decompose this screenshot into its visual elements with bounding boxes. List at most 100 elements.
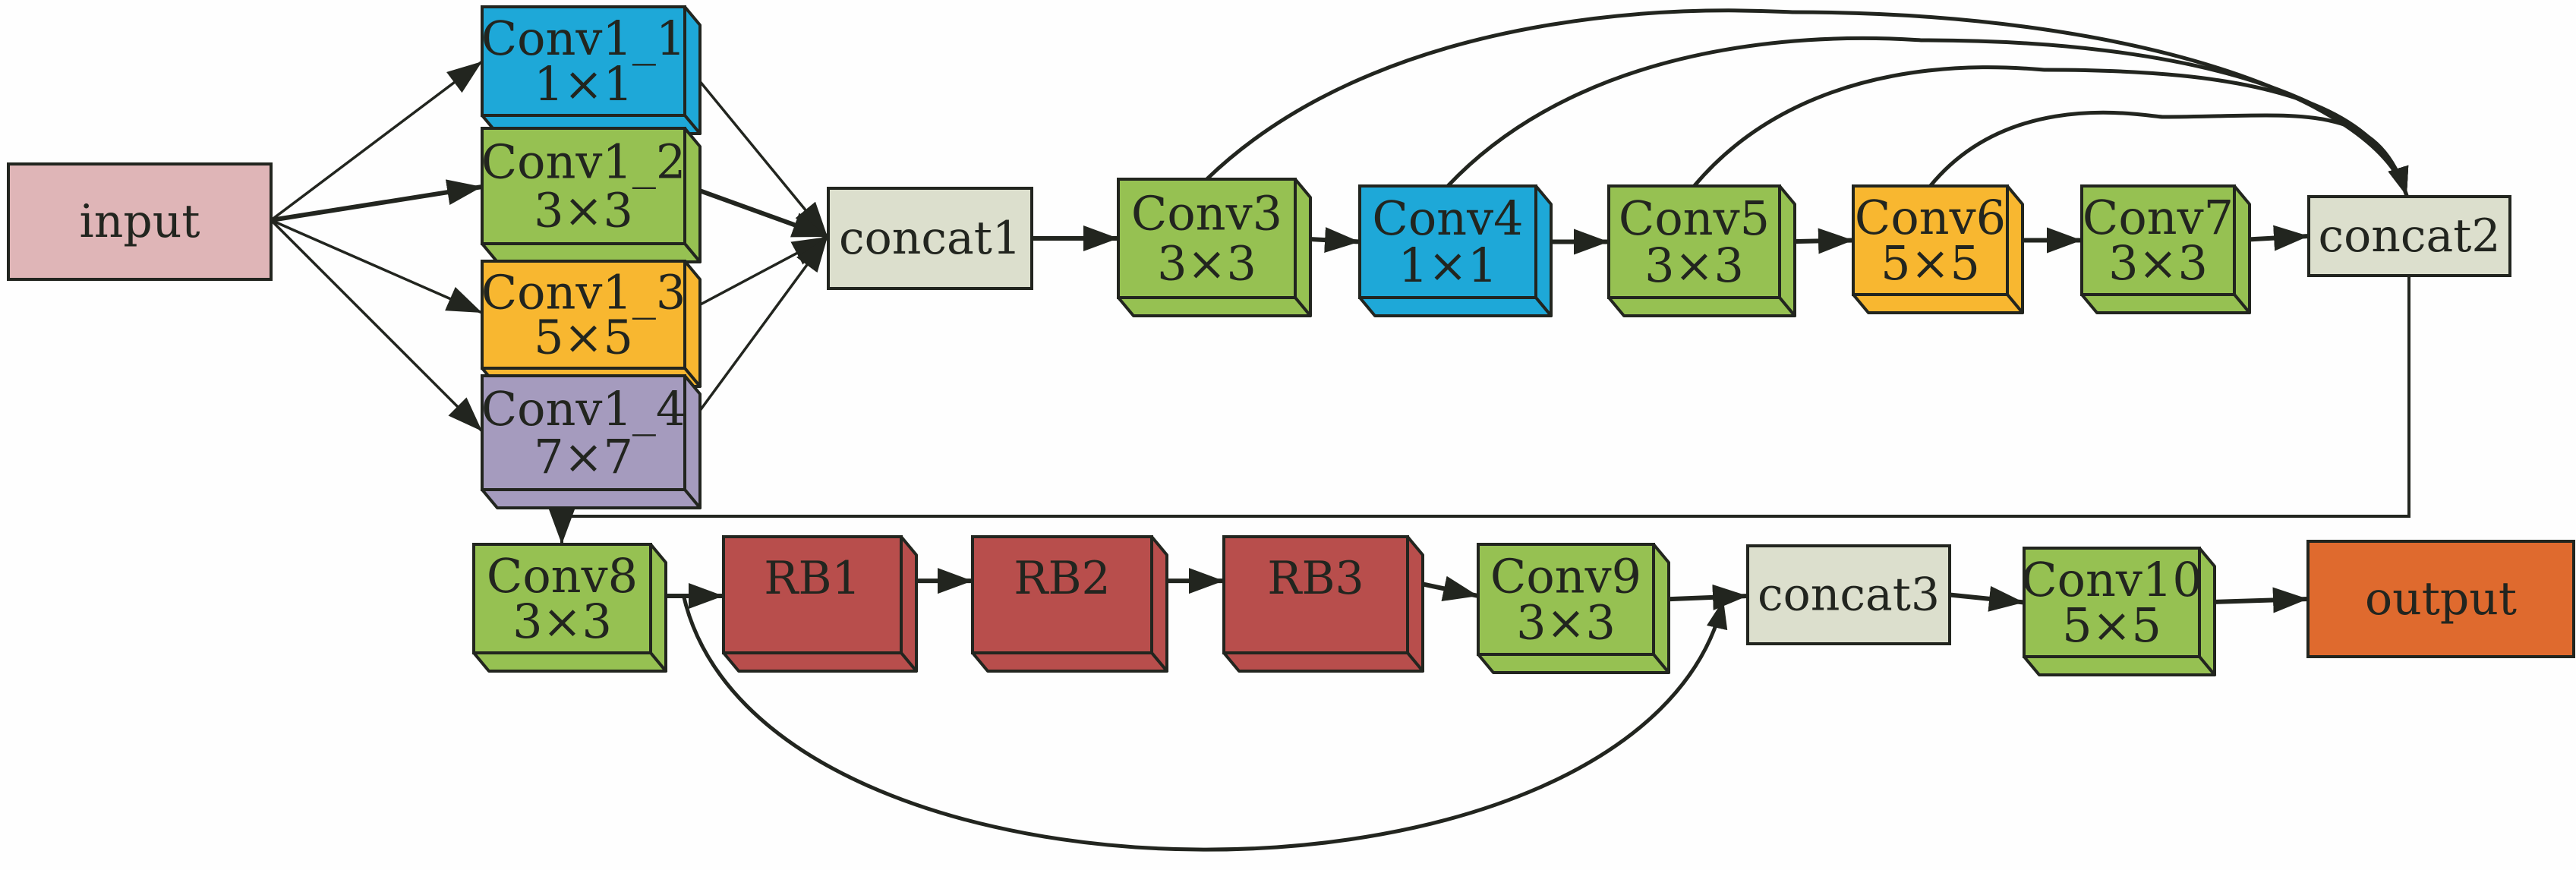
node-label: RB3 [1267, 552, 1364, 605]
node-box [1852, 184, 2009, 296]
block-side-face [683, 260, 702, 388]
edge-conv1_2-to-concat1 [683, 183, 829, 239]
kernel-size-label: 1×1 [534, 56, 633, 112]
kernel-size-label: 3×3 [534, 182, 633, 238]
node-label: Conv3 [1131, 186, 1282, 241]
node-box [722, 535, 903, 654]
node-label: RB1 [764, 552, 860, 605]
block-side-face [1778, 184, 1796, 317]
node-label: output [2365, 572, 2517, 626]
block-bottom-face [481, 488, 702, 509]
block-side-face [1406, 535, 1424, 673]
block-side-face [2233, 184, 2251, 314]
node-label: Conv5 [1619, 191, 1770, 246]
edge-conv1_3-to-concat1 [684, 235, 828, 314]
edge-input-to-conv1_1 [270, 60, 484, 222]
block-side-face [900, 535, 918, 673]
node-box [2023, 547, 2201, 658]
node-box [481, 374, 686, 491]
node-concat3: concat3 [1746, 544, 1951, 645]
node-box [1477, 543, 1655, 656]
node-box [7, 162, 273, 281]
node-box [2306, 540, 2575, 658]
block-bottom-face [481, 242, 702, 263]
node-label: Conv1_1 [481, 11, 686, 66]
block-side-face [649, 543, 667, 673]
block-bottom-face [722, 651, 918, 673]
edge-concat3-to-conv10 [1949, 585, 2025, 612]
node-box [481, 5, 686, 117]
block-bottom-face [1222, 651, 1424, 673]
kernel-size-label: 1×1 [1398, 238, 1498, 293]
node-box [827, 187, 1033, 290]
block-side-face [1652, 543, 1670, 674]
node-output: output [2306, 540, 2575, 658]
node-conv1_2: Conv1_23×3 [481, 127, 702, 263]
node-rb2: RB2 [971, 535, 1168, 673]
kernel-size-label: 3×3 [512, 594, 612, 649]
node-box [1607, 184, 1781, 299]
node-conv1_1: Conv1_11×1 [481, 5, 702, 135]
node-box [2080, 184, 2236, 296]
kernel-size-label: 5×5 [2062, 597, 2161, 653]
block-side-face [1294, 178, 1312, 317]
node-label: Conv10 [2021, 552, 2202, 607]
block-bottom-face [971, 651, 1168, 673]
block-side-face [2006, 184, 2024, 314]
edge-conv1_4-to-concat1 [683, 235, 829, 433]
node-label: Conv6 [1855, 190, 2006, 245]
node-concat1: concat1 [827, 187, 1033, 290]
node-conv1_3: Conv1_35×5 [481, 260, 702, 388]
node-label: Conv9 [1490, 549, 1641, 604]
node-label: input [80, 195, 200, 248]
edge-conv1_1-to-concat1 [683, 61, 829, 238]
kernel-size-label: 5×5 [1881, 235, 1980, 291]
edge-input-to-conv1_4 [270, 219, 484, 433]
kernel-size-label: 3×3 [2108, 235, 2208, 291]
node-box [481, 127, 686, 245]
block-bottom-face [1607, 296, 1796, 317]
kernel-size-label: 3×3 [1516, 594, 1616, 650]
block-bottom-face [2023, 655, 2216, 676]
node-label: concat3 [1758, 569, 1940, 622]
node-conv1_4: Conv1_47×7 [481, 374, 702, 509]
nodes-layer: inputConv1_11×1Conv1_23×3Conv1_35×5Conv1… [7, 5, 2575, 676]
block-side-face [683, 374, 702, 509]
block-bottom-face [1477, 653, 1670, 674]
node-label: Conv1_4 [481, 381, 686, 437]
edge-conv8-to-concat3 [681, 594, 1728, 852]
block-bottom-face [2080, 293, 2251, 314]
block-side-face [1534, 184, 1553, 317]
node-input: input [7, 162, 273, 281]
block-bottom-face [1852, 293, 2024, 314]
edge-conv3-to-concat2 [1205, 8, 2409, 197]
node-box [1746, 544, 1951, 645]
node-label: Conv8 [487, 548, 638, 604]
node-label: RB2 [1014, 552, 1110, 605]
node-rb3: RB3 [1222, 535, 1424, 673]
node-concat2: concat2 [2307, 195, 2511, 277]
node-box [971, 535, 1153, 654]
edge-conv6-to-concat2 [1928, 110, 2409, 197]
node-box [1117, 178, 1297, 299]
node-label: concat1 [839, 212, 1021, 265]
kernel-size-label: 3×3 [1644, 238, 1744, 293]
node-label: Conv1_2 [481, 134, 686, 190]
edge-concat2-to-conv8 [549, 276, 2410, 544]
kernel-size-label: 5×5 [534, 310, 633, 365]
node-box [1358, 184, 1537, 299]
node-label: Conv7 [2083, 190, 2234, 245]
node-box [2307, 195, 2511, 277]
kernel-size-label: 7×7 [534, 429, 633, 484]
kernel-size-label: 3×3 [1157, 235, 1256, 291]
block-bottom-face [472, 651, 667, 673]
node-box [1222, 535, 1409, 654]
node-label: Conv4 [1372, 191, 1523, 246]
node-label: Conv1_3 [481, 264, 686, 320]
